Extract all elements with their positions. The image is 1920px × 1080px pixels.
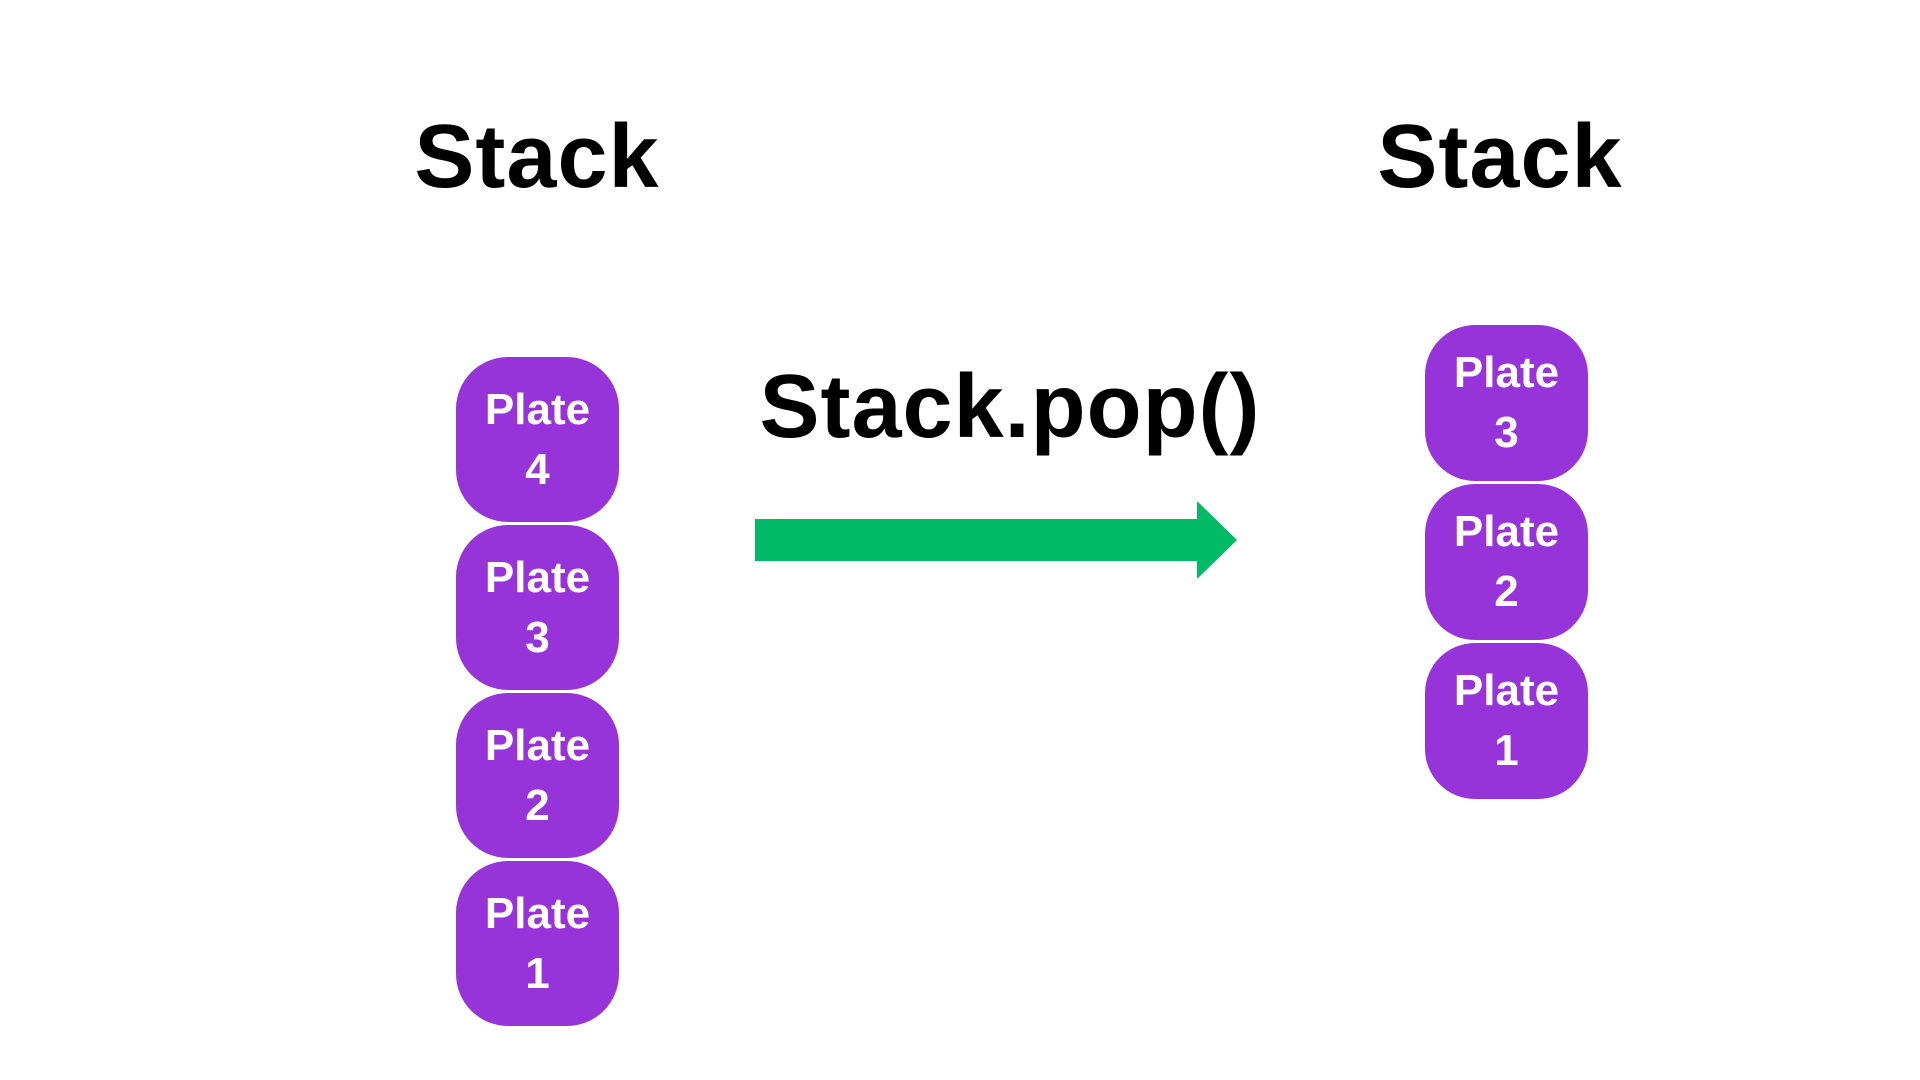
plate-label: Plate xyxy=(484,552,591,602)
plate-number: 2 xyxy=(525,780,550,830)
plate-number: 3 xyxy=(1494,408,1519,457)
plate-label: Plate xyxy=(1453,507,1560,556)
plate-number: 4 xyxy=(525,444,550,494)
plate-3: Plate 3 xyxy=(1425,325,1588,481)
plate-number: 2 xyxy=(1494,567,1519,616)
plate-label: Plate xyxy=(484,720,591,770)
right-stack-title: Stack xyxy=(1377,107,1623,207)
plate-label: Plate xyxy=(1453,348,1560,397)
plate-label: Plate xyxy=(1453,666,1560,715)
arrow-head xyxy=(1197,501,1237,579)
right-arrow-icon xyxy=(755,501,1237,579)
plate-2: Plate 2 xyxy=(1425,484,1588,640)
plate-label: Plate xyxy=(484,888,591,938)
right-stack: Plate 3 Plate 2 Plate 1 xyxy=(1425,325,1588,799)
plate-4: Plate 4 xyxy=(456,357,619,522)
left-stack-title: Stack xyxy=(414,107,660,207)
plate-label: Plate xyxy=(484,384,591,434)
plate-number: 3 xyxy=(525,612,550,662)
arrow-shaft xyxy=(755,519,1197,561)
plate-1: Plate 1 xyxy=(1425,643,1588,799)
plate-2: Plate 2 xyxy=(456,693,619,858)
operation-label: Stack.pop() xyxy=(759,357,1261,457)
plate-number: 1 xyxy=(1494,726,1519,775)
plate-3: Plate 3 xyxy=(456,525,619,690)
left-stack: Plate 4 Plate 3 Plate 2 Plate 1 xyxy=(456,357,619,1026)
plate-1: Plate 1 xyxy=(456,861,619,1026)
plate-number: 1 xyxy=(525,948,550,998)
